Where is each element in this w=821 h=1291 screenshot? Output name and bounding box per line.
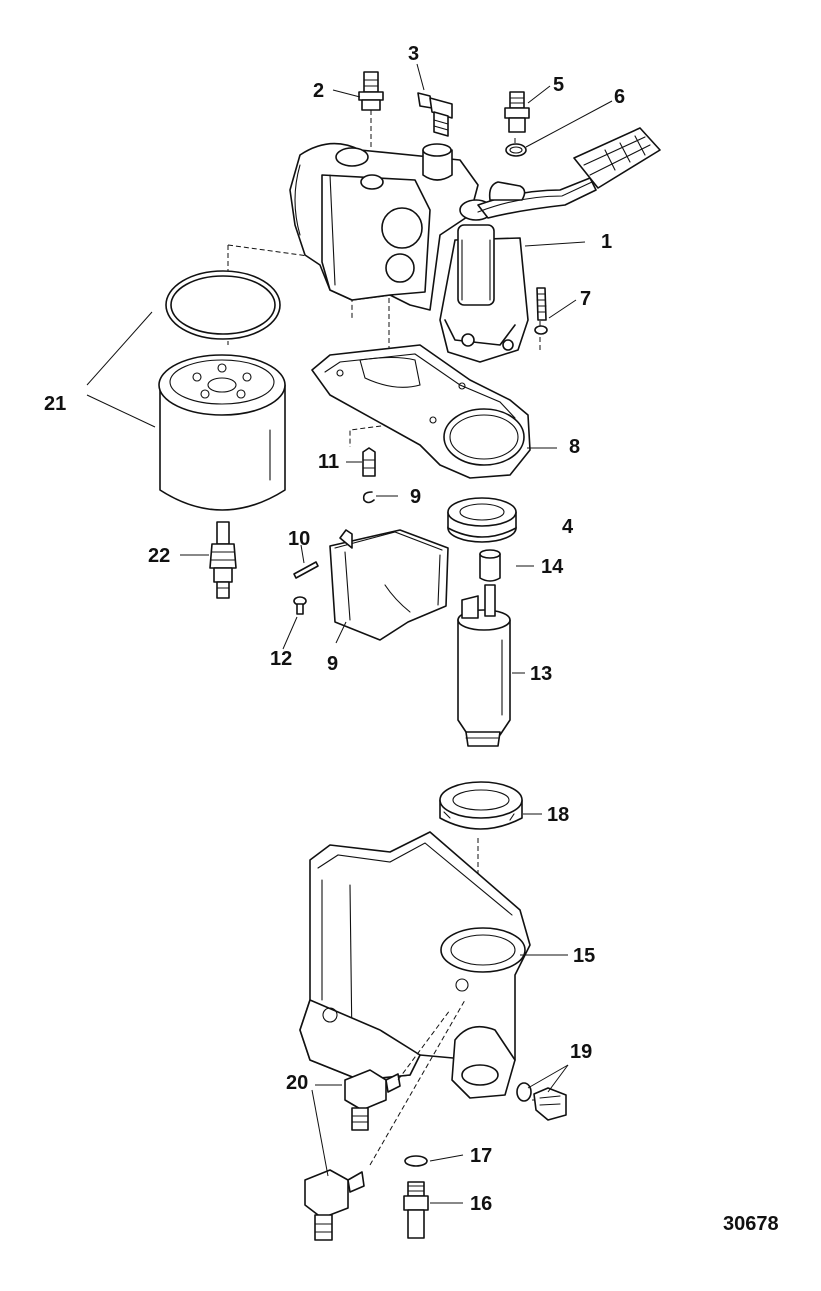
callout-13: 13 [530,663,552,685]
part-15-filter-bowl [299,831,531,1099]
alignment-line-lower-2 [397,1009,451,1081]
leader-lines [86,63,613,1204]
part-4-seal [447,497,517,543]
callout-6: 6 [614,86,625,108]
part-14-isolator [479,549,501,582]
callout-4: 4 [562,516,574,538]
part-18-seal [439,781,523,830]
callout-17: 17 [470,1145,492,1167]
part-8-gasket [311,344,531,479]
callout-10: 10 [288,528,310,550]
callout-8: 8 [569,436,580,458]
callout-18: 18 [547,804,569,826]
callout-12: 12 [270,648,292,670]
callout-9-clip: 9 [410,486,421,508]
callout-7: 7 [580,288,591,310]
callout-15: 15 [573,945,595,967]
callout-1: 1 [601,231,612,253]
callout-14: 14 [541,556,564,578]
part-11-check-valve [362,447,376,477]
callout-2: 2 [313,80,324,102]
part-3-elbow-fitting [417,92,453,137]
callout-20: 20 [286,1072,308,1094]
part-21-fuel-filter [158,270,286,511]
callout-11: 11 [318,451,339,473]
figure-number: 30678 [723,1213,779,1235]
part-17-o-ring [404,1155,428,1167]
callout-16: 16 [470,1193,492,1215]
callout-21: 21 [44,393,66,415]
part-12-screw [293,596,307,615]
part-13-electric-fuel-pump [457,584,511,747]
callout-22: 22 [148,545,170,567]
callout-5: 5 [553,74,564,96]
part-7-screw [534,287,548,335]
part-20-fittings [304,1069,401,1241]
part-5-fitting [504,91,530,133]
part-9-cover [329,529,449,641]
part-22-water-sensor [209,521,237,599]
part-1-upper-housing [289,127,661,363]
callout-19: 19 [570,1041,592,1063]
part-16-fitting [403,1181,429,1239]
part-9-clip [362,491,375,504]
part-10-pin [293,561,319,579]
part-19-drain-plug [516,1082,567,1121]
callout-labels: 2 3 5 6 1 7 21 8 11 9 4 10 22 14 12 9 13… [44,43,779,1235]
part-6-o-ring-inner [509,146,523,154]
part-6-o-ring [505,143,527,157]
callout-3: 3 [408,43,419,65]
callout-9-cover: 9 [327,653,338,675]
part-2-fitting [358,71,384,111]
